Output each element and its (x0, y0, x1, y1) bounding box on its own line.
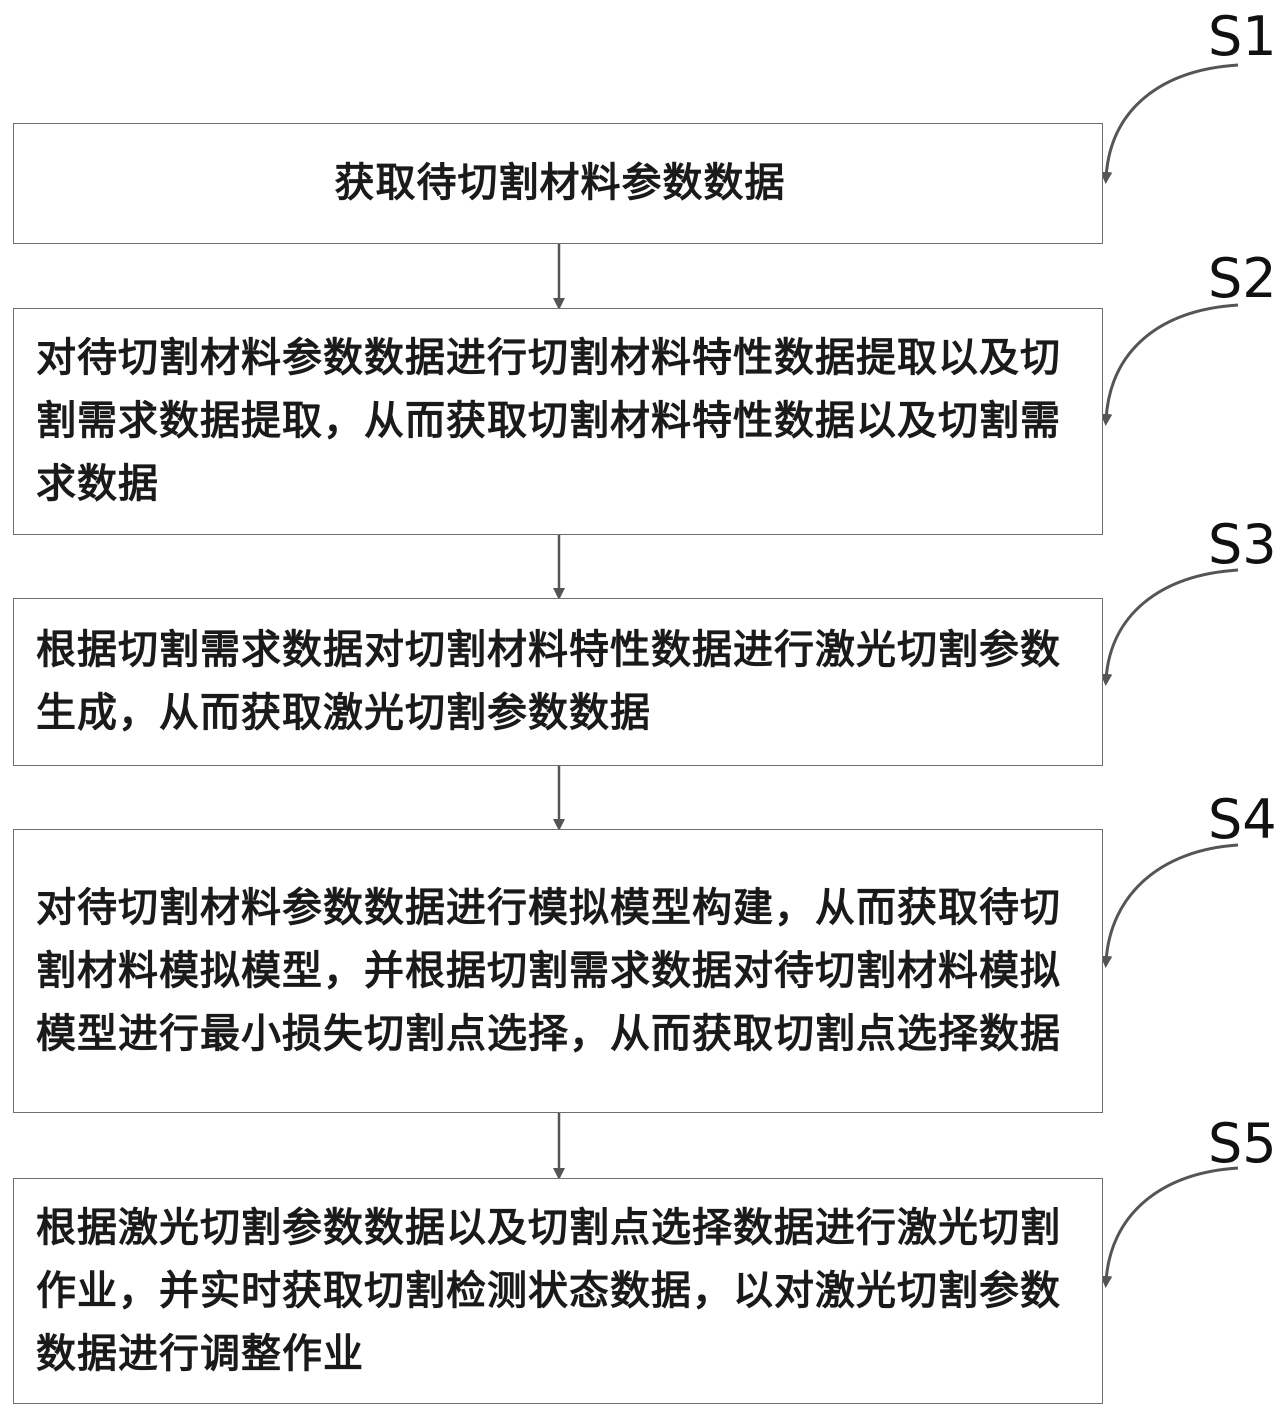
step-label-s4: S4 (1208, 788, 1277, 851)
step-label-s5: S5 (1208, 1112, 1277, 1175)
step-text-s5: 根据激光切割参数数据以及切割点选择数据进行激光切割作业，并实时获取切割检测状态数… (36, 1204, 1061, 1377)
step-text-s1: 获取待切割材料参数数据 (334, 160, 786, 206)
step-box-s1: 获取待切割材料参数数据 (13, 123, 1103, 244)
step-box-s4: 对待切割材料参数数据进行模拟模型构建，从而获取待切割材料模拟模型，并根据切割需求… (13, 829, 1103, 1113)
step-label-s3: S3 (1208, 513, 1277, 576)
step-box-s5: 根据激光切割参数数据以及切割点选择数据进行激光切割作业，并实时获取切割检测状态数… (13, 1178, 1103, 1404)
step-box-s3: 根据切割需求数据对切割材料特性数据进行激光切割参数生成，从而获取激光切割参数数据 (13, 598, 1103, 766)
leader-arrow-s2 (1100, 303, 1239, 426)
step-text-s2: 对待切割材料参数数据进行切割材料特性数据提取以及切割需求数据提取，从而获取切割材… (36, 335, 1061, 507)
leader-arrow-s3 (1100, 568, 1239, 686)
leader-arrow-s4 (1100, 843, 1239, 968)
step-label-s1: S1 (1208, 5, 1277, 68)
step-label-s2: S2 (1208, 247, 1277, 310)
step-text-s3: 根据切割需求数据对切割材料特性数据进行激光切割参数生成，从而获取激光切割参数数据 (36, 627, 1061, 736)
leader-arrow-s5 (1100, 1166, 1239, 1288)
step-box-s2: 对待切割材料参数数据进行切割材料特性数据提取以及切割需求数据提取，从而获取切割材… (13, 308, 1103, 535)
step-text-s4: 对待切割材料参数数据进行模拟模型构建，从而获取待切割材料模拟模型，并根据切割需求… (36, 884, 1061, 1057)
leader-arrow-s1 (1100, 63, 1239, 184)
